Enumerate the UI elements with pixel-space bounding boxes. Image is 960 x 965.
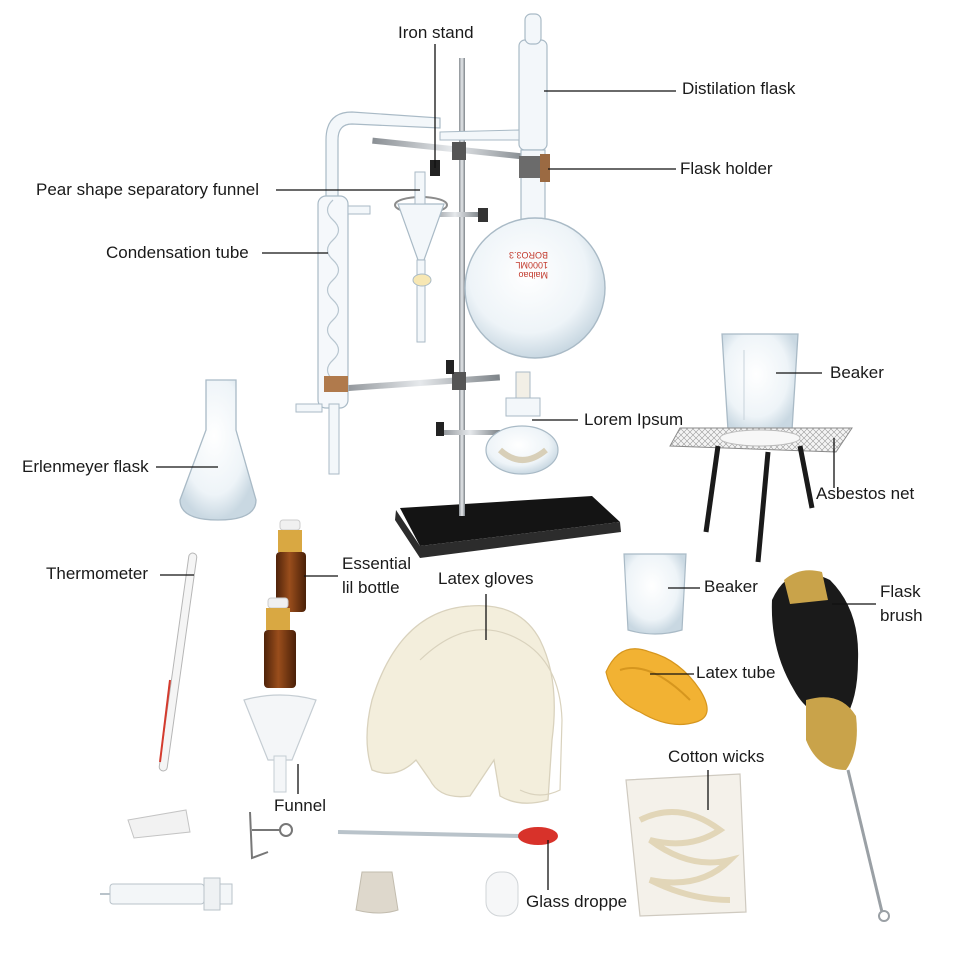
flask-print-2: 1000ML xyxy=(515,260,548,270)
flask-holder xyxy=(519,154,550,182)
burner-clamp xyxy=(436,422,500,436)
rubber-stopper xyxy=(355,871,399,914)
lower-clamp xyxy=(339,360,501,392)
label-cotton-wicks: Cotton wicks xyxy=(668,747,765,766)
label-essential-oil-line1: Essential xyxy=(342,554,411,573)
label-distillation-flask: Distilation flask xyxy=(682,79,796,98)
label-flask-brush: Flask brush xyxy=(880,580,923,628)
label-erlenmeyer: Erlenmeyer flask xyxy=(22,457,149,476)
separatory-funnel xyxy=(394,171,448,343)
label-flask-brush-line2: brush xyxy=(880,606,923,625)
erlenmeyer-flask xyxy=(179,379,257,521)
label-flask-brush-line1: Flask xyxy=(880,582,921,601)
label-iron-stand: Iron stand xyxy=(398,23,474,42)
label-beaker-small: Beaker xyxy=(704,577,758,596)
stopcock-plug xyxy=(127,809,191,839)
label-thermometer: Thermometer xyxy=(46,564,149,583)
label-funnel: Funnel xyxy=(274,796,326,815)
large-beaker xyxy=(721,333,799,436)
label-separatory-funnel: Pear shape separatory funnel xyxy=(36,180,260,199)
funnel-ring-clamp xyxy=(430,208,488,222)
thermometer xyxy=(158,552,198,772)
condensation-tube xyxy=(295,111,441,475)
label-flask-holder: Flask holder xyxy=(680,159,773,178)
small-beaker xyxy=(623,553,687,635)
syringe xyxy=(100,877,233,911)
label-latex-tube: Latex tube xyxy=(696,663,776,682)
funnel xyxy=(243,694,317,793)
label-beaker-large: Beaker xyxy=(830,363,884,382)
cotton-wicks xyxy=(625,773,747,917)
essential-oil-bottle-2 xyxy=(264,597,296,688)
label-condensation-tube: Condensation tube xyxy=(106,243,249,262)
asbestos-net xyxy=(669,427,853,453)
label-glass-dropper: Glass droppe xyxy=(526,892,628,911)
label-lorem: Lorem Ipsum xyxy=(584,410,684,429)
upper-clamp xyxy=(372,137,532,176)
glass-dropper xyxy=(337,827,558,845)
latex-gloves xyxy=(366,604,563,804)
label-latex-gloves: Latex gloves xyxy=(438,569,534,588)
tube-clip xyxy=(249,811,293,860)
leader-lines xyxy=(156,44,876,890)
flask-print-3: BORO3.3 xyxy=(509,250,548,260)
flask-print-1: Maibao xyxy=(518,270,548,280)
label-essential-oil: Essential lil bottle xyxy=(342,552,411,600)
iron-stand xyxy=(395,58,621,558)
alcohol-burner xyxy=(485,371,559,475)
tripod xyxy=(703,445,815,563)
dropper-cap xyxy=(485,871,519,917)
essential-oil-bottle-1 xyxy=(276,519,306,612)
flask-brush xyxy=(771,570,890,922)
label-asbestos-net: Asbestos net xyxy=(816,484,915,503)
label-essential-oil-line2: lil bottle xyxy=(342,578,400,597)
latex-tube xyxy=(605,648,708,725)
